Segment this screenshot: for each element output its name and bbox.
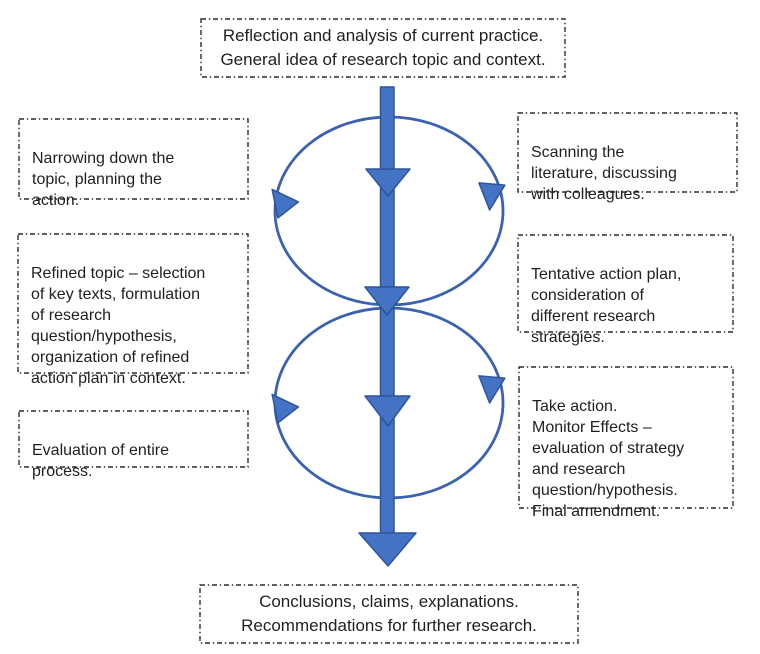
- box-border-left-upper: [18, 118, 249, 200]
- box-border-right-upper: [517, 112, 738, 193]
- box-left-lower-text: Evaluation of entire process.: [32, 442, 169, 480]
- box-right-upper-text: Scanning the literature, discussing with…: [531, 144, 677, 203]
- box-right-middle-text: Tentative action plan, consideration of …: [531, 266, 682, 346]
- box-border-top: [200, 18, 566, 78]
- box-right-middle: Tentative action plan, consideration of …: [518, 235, 733, 346]
- box-left-upper-text: Narrowing down the topic, planning the a…: [32, 150, 175, 209]
- box-borders-group: [17, 18, 738, 644]
- central-arrowhead-1-icon: [365, 168, 411, 197]
- box-left-upper: Narrowing down the topic, planning the a…: [19, 119, 248, 209]
- box-top: Reflection and analysis of current pract…: [201, 19, 565, 77]
- box-left-middle-text: Refined topic – selection of key texts, …: [31, 265, 206, 387]
- central-arrowhead-4-icon: [358, 532, 417, 567]
- box-bottom: Conclusions, claims, explanations. Recom…: [200, 585, 578, 643]
- box-right-upper: Scanning the literature, discussing with…: [518, 113, 737, 203]
- box-left-lower: Evaluation of entire process.: [19, 411, 248, 480]
- upper-cycle-right-arrowhead-icon: [478, 182, 506, 211]
- lower-cycle-left-arrowhead-icon: [271, 393, 300, 424]
- central-arrowhead-3-icon: [364, 395, 411, 427]
- box-right-lower-text: Take action. Monitor Effects – evaluatio…: [532, 398, 685, 520]
- box-border-left-lower: [18, 410, 249, 468]
- box-bottom-text: Conclusions, claims, explanations. Recom…: [241, 592, 537, 635]
- box-border-left-middle: [17, 233, 249, 374]
- central-arrowhead-2-icon: [364, 286, 410, 316]
- upper-cycle-left-arrowhead-icon: [271, 188, 300, 219]
- box-border-right-lower: [518, 366, 734, 509]
- box-left-middle: Refined topic – selection of key texts, …: [18, 234, 248, 387]
- box-right-lower: Take action. Monitor Effects – evaluatio…: [519, 367, 733, 520]
- box-top-text: Reflection and analysis of current pract…: [220, 26, 546, 69]
- lower-cycle-right-arrowhead-icon: [478, 375, 506, 404]
- box-border-bottom: [199, 584, 579, 644]
